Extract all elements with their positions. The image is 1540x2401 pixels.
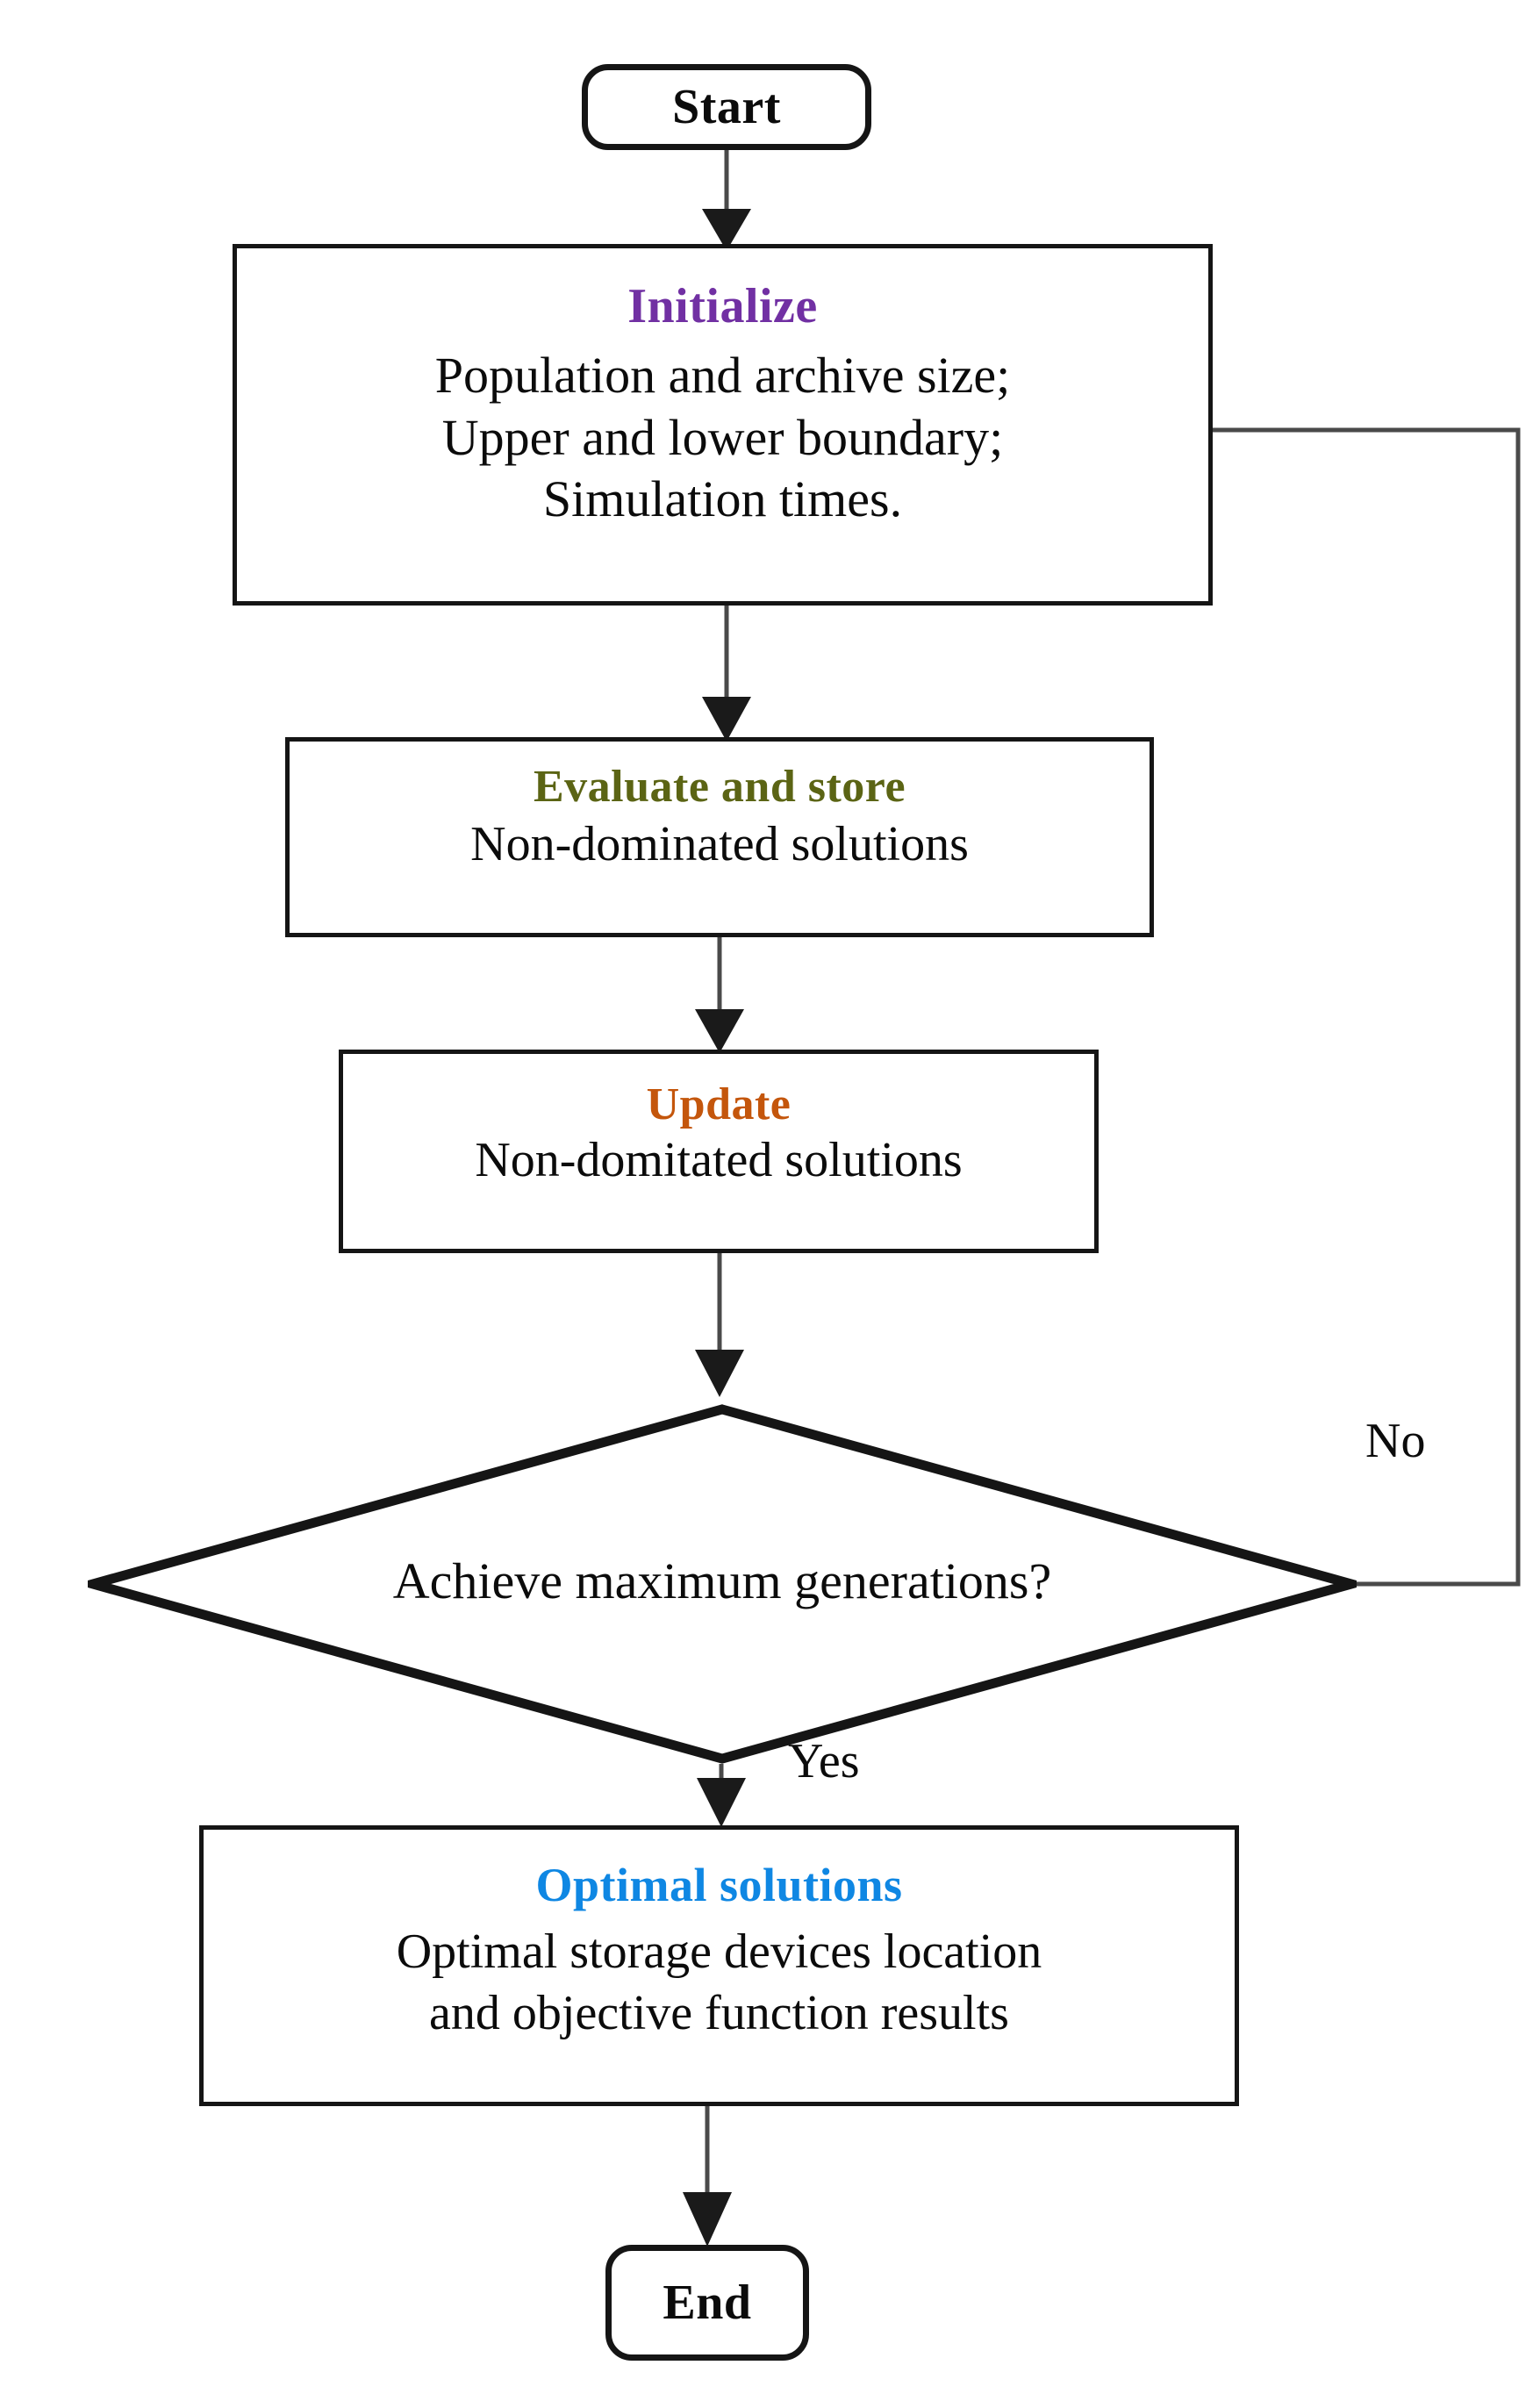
diamond-shape: [75, 1404, 1370, 1764]
initialize-line-1: Population and archive size;: [434, 347, 1011, 405]
edge-initialize-to-evaluate: [702, 606, 751, 742]
edge-label-no: No: [1365, 1414, 1426, 1468]
evaluate-node[interactable]: Evaluate and store Non-dominated solutio…: [285, 737, 1154, 937]
edge-decision-to-optimal: [697, 1764, 746, 1827]
optimal-solutions-node[interactable]: Optimal solutions Optimal storage device…: [199, 1825, 1239, 2106]
end-node[interactable]: End: [605, 2245, 809, 2361]
initialize-heading: Initialize: [627, 279, 818, 333]
edge-start-to-initialize: [702, 150, 751, 251]
edge-update-to-decision: [695, 1253, 744, 1397]
edge-optimal-to-end: [683, 2106, 732, 2247]
edge-label-yes: Yes: [788, 1734, 860, 1788]
evaluate-line-1: Non-dominated solutions: [470, 817, 969, 872]
decision-label: Achieve maximum generations?: [392, 1552, 1052, 1609]
start-label: Start: [672, 79, 781, 134]
update-line-1: Non-domitated solutions: [475, 1133, 963, 1188]
end-label: End: [663, 2275, 752, 2330]
edge-evaluate-to-update: [695, 937, 744, 1053]
evaluate-heading: Evaluate and store: [533, 762, 906, 812]
start-node[interactable]: Start: [582, 64, 871, 150]
optimal-line-2: and objective function results: [429, 1986, 1009, 2041]
initialize-node[interactable]: Initialize Population and archive size; …: [233, 244, 1213, 606]
update-node[interactable]: Update Non-domitated solutions: [339, 1050, 1099, 1253]
optimal-line-1: Optimal storage devices location: [396, 1924, 1042, 1980]
initialize-line-2: Upper and lower boundary;: [441, 408, 1004, 466]
decision-node[interactable]: Achieve maximum generations?: [75, 1404, 1370, 1764]
update-heading: Update: [646, 1079, 791, 1129]
initialize-line-3: Simulation times.: [542, 469, 903, 527]
optimal-heading: Optimal solutions: [535, 1859, 903, 1911]
